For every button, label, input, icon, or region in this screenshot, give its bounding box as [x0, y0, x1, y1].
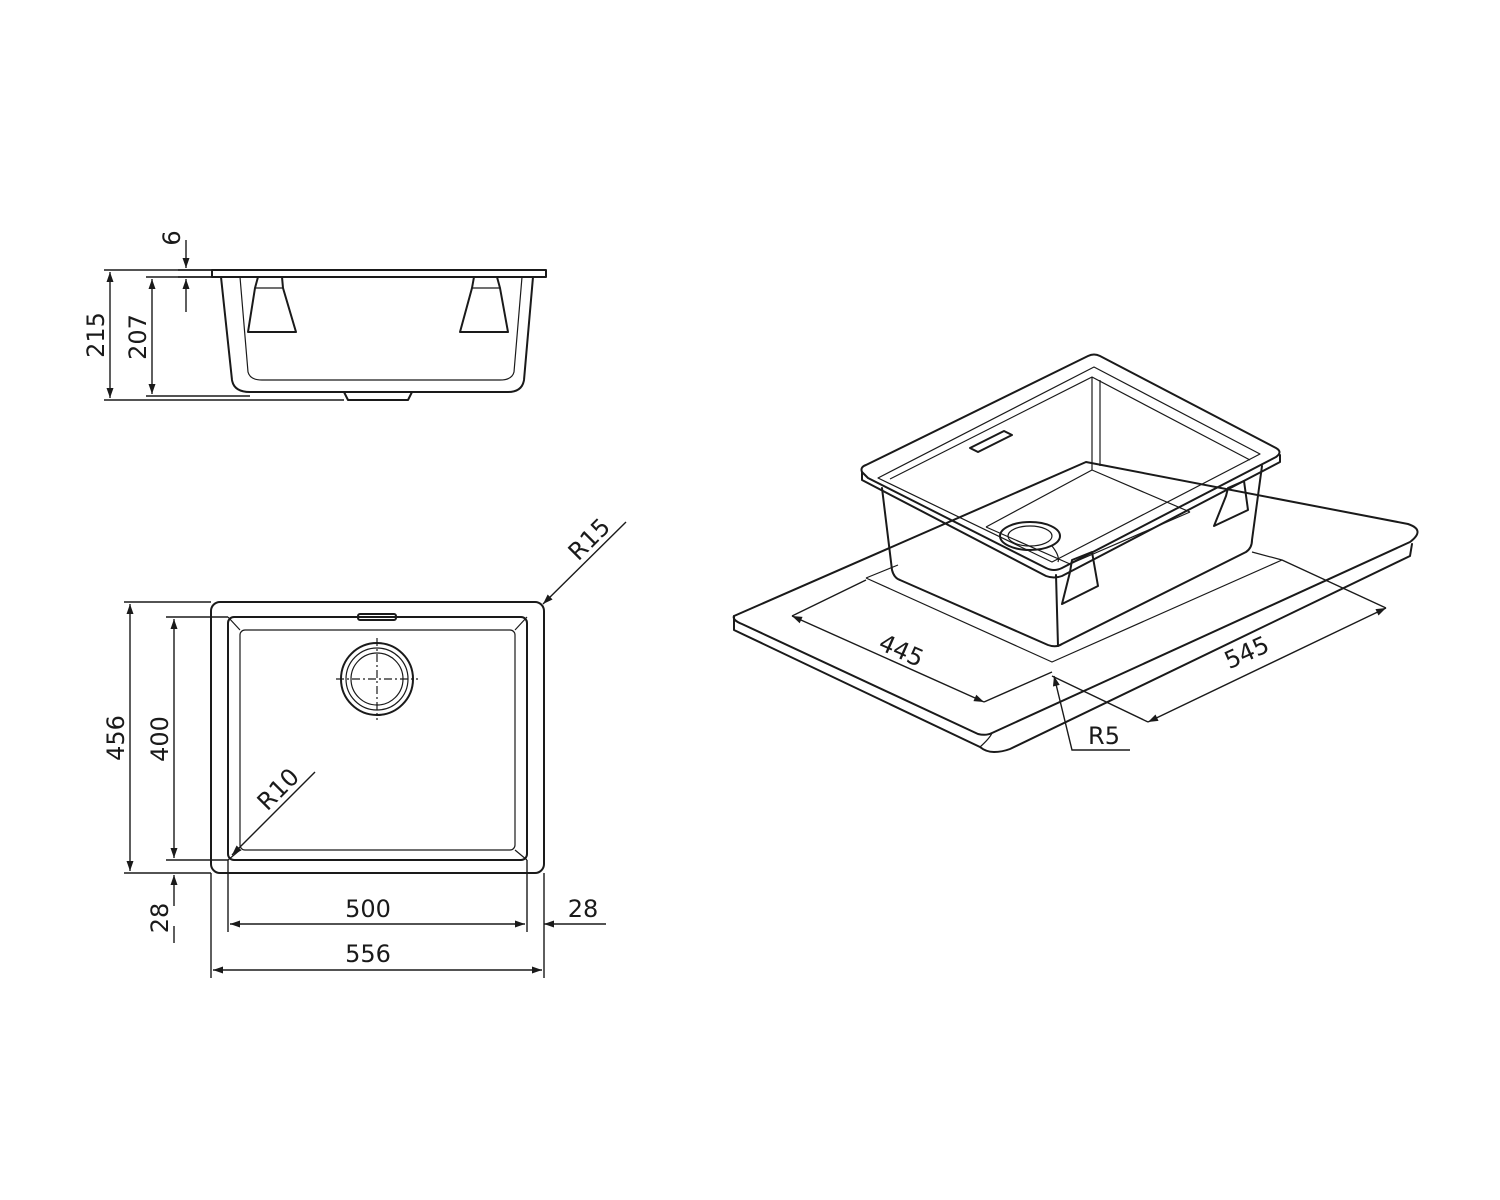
label-r15: R15: [563, 513, 616, 566]
label-545: 545: [1220, 631, 1273, 675]
top-view: R15 R10 456 400 28: [102, 513, 627, 978]
dimension-inner-width: 500: [227, 860, 528, 932]
dimension-margin-right: 28: [543, 873, 606, 978]
dimension-total-height: 215: [82, 269, 344, 401]
dimension-flange-thickness: 6: [158, 230, 212, 312]
dimension-radius-cutout: R5: [1052, 675, 1130, 751]
dimension-bowl-height: 207: [124, 276, 250, 397]
label-r10: R10: [252, 763, 305, 816]
label-28-right: 28: [568, 895, 599, 923]
countertop: [732, 461, 1419, 753]
overflow-slot-iso: [969, 430, 1013, 453]
label-6: 6: [158, 230, 186, 245]
label-456: 456: [102, 715, 130, 761]
mounting-clip-right: [459, 276, 509, 333]
label-207: 207: [124, 314, 152, 360]
dimension-cutout-width: 545: [1051, 559, 1387, 723]
drain-iso: [999, 521, 1061, 563]
dimension-cutout-depth: 445: [791, 579, 1053, 703]
label-556: 556: [345, 940, 391, 968]
dimension-outer-depth: 456: [102, 601, 211, 874]
clip-iso-right: [1213, 480, 1249, 527]
label-28-bottom: 28: [146, 903, 174, 934]
side-view: 215 207 6: [82, 230, 547, 401]
label-500: 500: [345, 895, 391, 923]
label-r5: R5: [1088, 722, 1120, 750]
label-215: 215: [82, 312, 110, 358]
dimension-radius-inner: R10: [231, 763, 316, 856]
dimension-outer-width: 556: [210, 873, 542, 978]
dimension-inner-depth: 400: [146, 616, 228, 861]
isometric-view: 445 545 R5: [732, 353, 1419, 753]
overflow-slot: [357, 613, 397, 621]
label-445: 445: [875, 629, 928, 673]
dimension-radius-outer: R15: [542, 513, 627, 605]
dimension-margin-bottom: 28: [146, 875, 178, 943]
mounting-clip-left: [247, 276, 297, 333]
sink-iso: [860, 353, 1281, 648]
clip-iso-front: [1061, 551, 1099, 605]
label-400: 400: [146, 716, 174, 762]
drain: [336, 638, 418, 720]
